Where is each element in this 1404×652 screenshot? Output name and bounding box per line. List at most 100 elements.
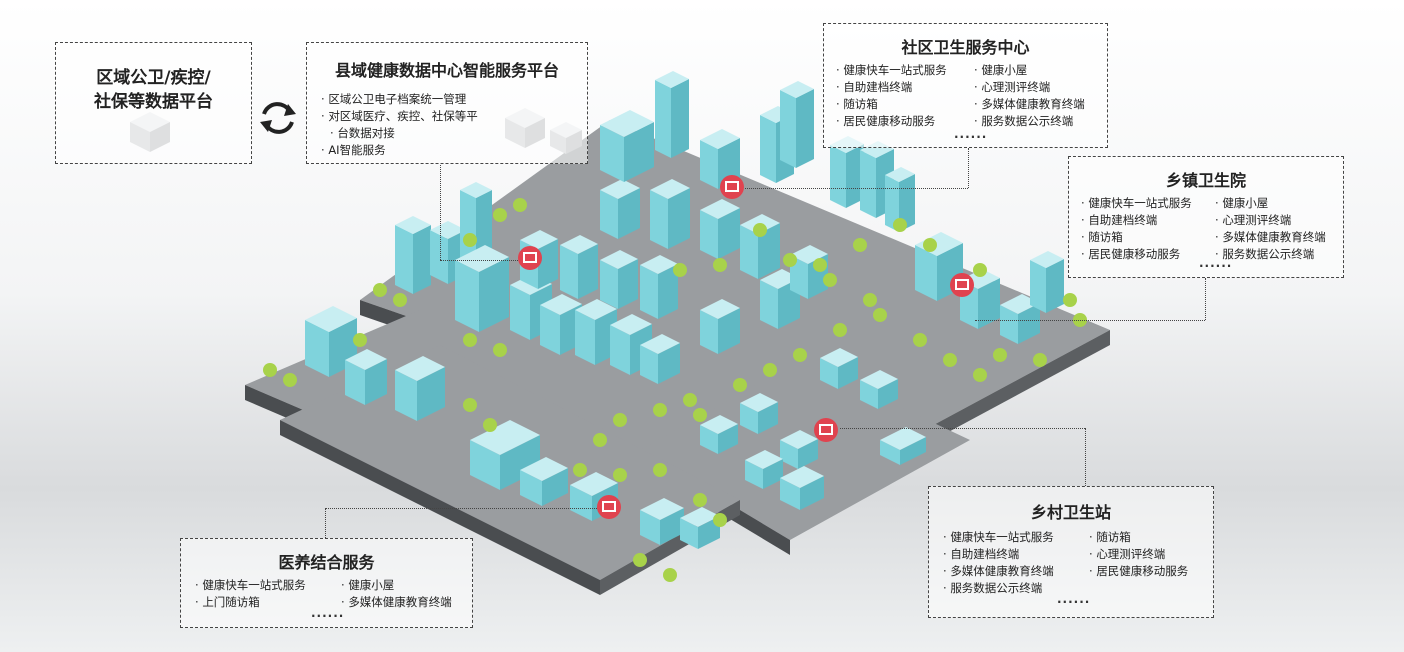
building [470,420,540,490]
building [780,430,818,469]
building [600,250,638,309]
township-col2: 健康小屋 心理测评终端 多媒体健康教育终端 服务数据公示终端 [1215,195,1326,263]
list-item: 多媒体健康教育终端 [974,96,1085,113]
tree [573,463,587,477]
connector-line [840,428,1085,429]
connector-line [440,165,441,260]
list-item: 上门随访箱 [195,594,306,611]
village-more: ······ [1057,595,1091,609]
building [345,349,387,405]
building [640,255,678,319]
list-item: 服务数据公示终端 [1215,246,1326,263]
tree [793,348,807,362]
eldercare-col2: 健康小屋 多媒体健康教育终端 [341,577,452,611]
tree [893,218,907,232]
tree [733,378,747,392]
county-platform-items: 区域公卫电子档案统一管理 对区域医疗、疾控、社保等平 台数据对接 AI智能服务 [321,91,478,159]
tree [483,418,497,432]
county-platform-title: 县域健康数据中心智能服务平台 [334,61,559,80]
building [560,235,598,299]
community-more: ······ [954,130,988,144]
tree [673,263,687,277]
list-item: 居民健康移动服务 [836,113,947,130]
tree [873,308,887,322]
eldercare-title: 医养结合服务 [278,553,375,572]
tree [593,433,607,447]
list-item: AI智能服务 [321,142,478,159]
list-item: 对区域医疗、疾控、社保等平 [321,108,478,125]
list-item: 随访箱 [836,96,947,113]
building [700,415,738,454]
list-item: 台数据对接 [321,125,478,142]
village-col1: 健康快车一站式服务 自助建档终端 多媒体健康教育终端 服务数据公示终端 [943,529,1054,597]
list-item: 居民健康移动服务 [1089,563,1188,580]
building [640,498,684,545]
list-item: 心理测评终端 [1089,546,1188,563]
trees [263,198,1087,582]
eldercare-more: ······ [311,609,345,623]
list-item: 服务数据公示终端 [943,580,1054,597]
building [790,245,828,299]
list-item: 随访箱 [1089,529,1188,546]
tree [463,398,477,412]
building [860,370,898,409]
building [455,245,509,332]
tree [813,258,827,272]
village-col2: 随访箱 心理测评终端 居民健康移动服务 [1089,529,1188,580]
connector-line [975,320,1205,321]
community-health-center-box: 社区卫生服务中心 健康快车一站式服务 自助建档终端 随访箱 居民健康移动服务 健… [823,23,1108,148]
tree [973,368,987,382]
tree [763,363,777,377]
tree [823,273,837,287]
tree [263,363,277,377]
tree [1033,353,1047,367]
township-health-center-box: 乡镇卫生院 健康快车一站式服务 自助建档终端 随访箱 居民健康移动服务 健康小屋… [1068,156,1344,278]
list-item: 健康小屋 [341,577,452,594]
list-item: 自助建档终端 [943,546,1054,563]
building [1030,251,1064,313]
list-item: 随访箱 [1081,229,1192,246]
regional-title-line2: 社保等数据平台 [94,92,213,112]
connector-line [325,508,597,509]
tree [493,343,507,357]
building [600,110,654,182]
elderly-care-service-box: 医养结合服务 健康快车一站式服务 上门随访箱 健康小屋 多媒体健康教育终端 ··… [180,538,473,628]
connector-line [440,260,518,261]
tree [353,333,367,347]
tree [683,393,697,407]
tree [993,348,1007,362]
community-title: 社区卫生服务中心 [901,38,1030,57]
building [520,457,568,506]
tree [463,333,477,347]
tree [923,238,937,252]
building [700,199,740,259]
regional-data-platform-box: 区域公卫/疾控/ 社保等数据平台 [55,42,252,164]
township-col1: 健康快车一站式服务 自助建档终端 随访箱 居民健康移动服务 [1081,195,1192,263]
sync-arrows-icon [260,102,296,134]
village-health-station-box: 乡村卫生站 健康快车一站式服务 自助建档终端 多媒体健康教育终端 服务数据公示终… [928,486,1214,618]
tree [943,353,957,367]
list-item: 心理测评终端 [1215,212,1326,229]
building [640,334,680,384]
building [880,427,926,465]
tree [613,468,627,482]
list-item: 健康小屋 [1215,195,1326,212]
building [655,71,689,158]
list-item: 多媒体健康教育终端 [341,594,452,611]
connector-line [968,148,969,188]
list-item: 心理测评终端 [974,79,1085,96]
tree [653,403,667,417]
tree [283,373,297,387]
tree [653,463,667,477]
township-more: ······ [1199,259,1233,273]
tree [613,413,627,427]
list-item: 多媒体健康教育终端 [943,563,1054,580]
building [650,179,690,249]
building [745,450,783,489]
tree [693,493,707,507]
list-item: 健康快车一站式服务 [1081,195,1192,212]
connector-line [325,508,326,538]
tree [513,198,527,212]
tree [713,258,727,272]
